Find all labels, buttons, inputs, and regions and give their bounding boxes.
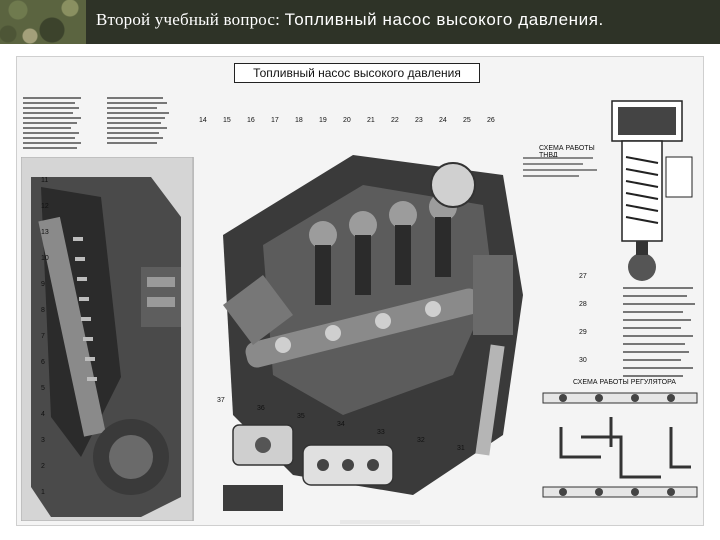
callout-left-13: 13 [41,229,49,236]
slide-title: Второй учебный вопрос: Топливный насос в… [96,10,604,30]
callout-top-15: 15 [223,117,231,124]
regulator-scheme-graphic [542,392,698,498]
callout-left-11: 11 [41,177,49,184]
callout-top-20: 20 [343,117,351,124]
callout-left-5: 5 [41,385,45,392]
notes-lines-graphic [523,157,597,177]
legend-right-lines-graphic [623,287,695,377]
notes-label: СХЕМА РАБОТЫ ТНВД [539,145,595,159]
callout-bottom-31: 31 [457,445,465,452]
callout-left-2: 2 [41,463,45,470]
pump-poster: Топливный насос высокого давления [16,56,704,526]
callout-right-29: 29 [579,329,587,336]
callout-left-9: 9 [41,281,45,288]
legend-left-columns [21,95,191,157]
callout-left-3: 3 [41,437,45,444]
injector-schematic [592,97,697,297]
callout-left-12: 12 [41,203,49,210]
poster-title-text: Топливный насос высокого давления [253,66,461,80]
callout-bottom-36: 36 [257,405,265,412]
callout-bottom-37: 37 [217,397,225,404]
legend-right-list [621,285,701,425]
slide-header: Второй учебный вопрос: Топливный насос в… [0,0,720,44]
callout-top-18: 18 [295,117,303,124]
regulator-scheme-label: СХЕМА РАБОТЫ РЕГУЛЯТОРА [573,379,676,386]
callout-bottom-35: 35 [297,413,305,420]
callout-top-23: 23 [415,117,423,124]
callout-right-27: 27 [579,273,587,280]
poster-title: Топливный насос высокого давления [234,63,480,83]
callout-top-19: 19 [319,117,327,124]
callout-top-22: 22 [391,117,399,124]
callout-bottom-33: 33 [377,429,385,436]
callout-left-8: 8 [41,307,45,314]
callout-top-16: 16 [247,117,255,124]
callout-top-26: 26 [487,117,495,124]
callout-left-10: 10 [41,255,49,262]
slide-title-prefix: Второй учебный вопрос: [96,10,281,29]
callout-bottom-34: 34 [337,421,345,428]
callout-bottom-32: 32 [417,437,425,444]
callout-left-4: 4 [41,411,45,418]
callout-top-24: 24 [439,117,447,124]
legend-lines-graphic [23,97,169,149]
notes-block: СХЕМА РАБОТЫ ТНВД [521,145,611,179]
camouflage-logo [0,0,86,44]
callout-top-21: 21 [367,117,375,124]
regulator-scheme [541,387,699,517]
callout-left-1: 1 [41,489,45,496]
injector-schematic-graphic [611,100,693,281]
callout-top-14: 14 [199,117,207,124]
cutaway-detail-panel [20,156,194,522]
footer-mark [340,520,420,524]
cutaway-detail-graphic [20,156,194,522]
callout-right-30: 30 [579,357,587,364]
callout-top-25: 25 [463,117,471,124]
pump-illustration [203,115,533,515]
callout-right-28: 28 [579,301,587,308]
callout-left-7: 7 [41,333,45,340]
pump-cutaway-graphic [223,155,523,511]
slide-title-subject: Топливный насос высокого давления. [284,10,604,29]
callout-top-17: 17 [271,117,279,124]
callout-left-6: 6 [41,359,45,366]
